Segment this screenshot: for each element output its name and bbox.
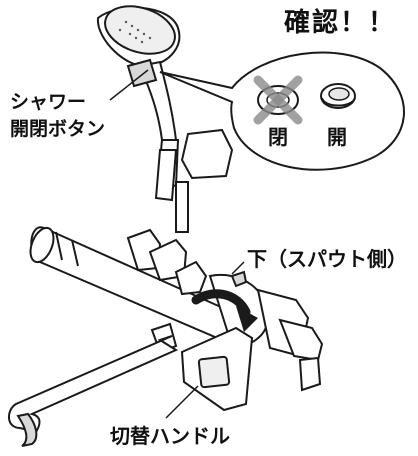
spout [8,322,179,447]
shower-button-label-line2: 開閉ボタン [10,118,106,140]
switch-handle-leader [165,385,199,419]
open-button-icon [320,83,356,109]
shower-button-leader [109,69,149,101]
switch-handle [180,326,254,412]
shower-nozzles [118,20,152,44]
open-label: 開 [327,125,347,149]
closed-button-icon [253,75,303,125]
confirm-label: 確認！！ [284,8,397,38]
shower-bracket [154,128,234,233]
down-leader [231,261,245,275]
closed-label: 閉 [268,125,288,149]
switch-handle-label: 切替ハンドル [110,424,230,448]
shower-button-label-line1: シャワー [10,91,87,113]
down-spout-label: 下（スパウト側） [247,247,407,271]
rotate-arrow-icon [191,289,258,332]
